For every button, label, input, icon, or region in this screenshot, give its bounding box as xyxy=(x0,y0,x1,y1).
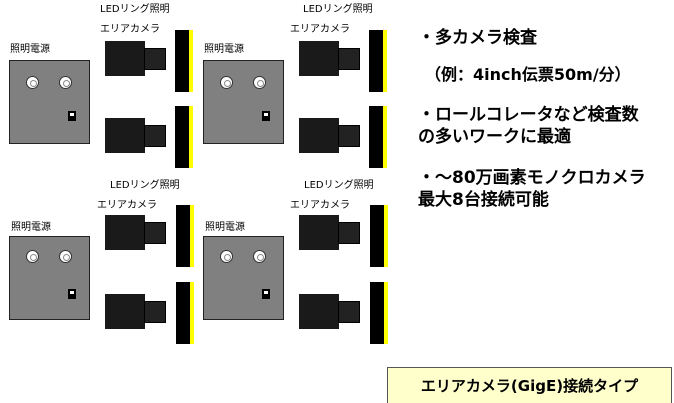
power-knob xyxy=(220,250,233,263)
led-ring-yellow xyxy=(190,282,194,344)
area-camera-label: エリアカメラ xyxy=(97,200,157,211)
area-camera-label: エリアカメラ xyxy=(100,24,160,35)
power-switch xyxy=(68,111,76,121)
led-ring-black xyxy=(176,205,190,267)
power-knob xyxy=(253,250,266,263)
power-knob xyxy=(253,76,266,89)
power-supply-label: 照明電源 xyxy=(204,44,244,55)
camera-lens xyxy=(144,125,166,147)
led-ring-black xyxy=(370,205,384,267)
power-knob xyxy=(59,250,72,263)
camera-body xyxy=(105,118,145,153)
power-switch xyxy=(262,111,270,121)
power-knob xyxy=(59,76,72,89)
led-ring-black xyxy=(369,30,383,92)
power-supply-label: 照明電源 xyxy=(205,222,245,233)
connection-type-label: エリアカメラ(GigE)接続タイプ xyxy=(387,367,672,403)
camera-body xyxy=(105,215,145,250)
power-supply-label: 照明電源 xyxy=(11,222,51,233)
area-camera-label: エリアカメラ xyxy=(290,200,350,211)
camera-lens xyxy=(338,301,360,323)
feature-roll-collator-cont: の多いワークに最適 xyxy=(418,127,571,147)
power-knob xyxy=(26,76,39,89)
camera-body xyxy=(299,294,339,329)
feature-camera-spec-cont: 最大8台接続可能 xyxy=(418,190,549,210)
power-knob xyxy=(26,250,39,263)
power-switch xyxy=(262,289,270,299)
led-ring-yellow xyxy=(190,205,194,267)
led-ring-label: LEDリング照明 xyxy=(303,4,373,15)
camera-body xyxy=(299,118,339,153)
led-ring-yellow xyxy=(189,106,193,168)
led-ring-label: LEDリング照明 xyxy=(304,180,374,191)
feature-roll-collator: ・ロールコレータなど検査数 xyxy=(418,105,639,125)
led-ring-yellow xyxy=(383,106,387,168)
camera-body xyxy=(105,294,145,329)
camera-body xyxy=(299,41,339,76)
led-ring-black xyxy=(369,106,383,168)
camera-body xyxy=(105,41,145,76)
led-ring-yellow xyxy=(384,205,388,267)
power-supply-box xyxy=(203,236,284,320)
led-ring-label: LEDリング照明 xyxy=(110,180,180,191)
led-ring-label: LEDリング照明 xyxy=(100,4,170,15)
camera-lens xyxy=(144,222,166,244)
led-ring-black xyxy=(176,282,190,344)
camera-lens xyxy=(338,222,360,244)
power-supply-box xyxy=(9,60,90,144)
camera-lens xyxy=(338,48,360,70)
led-ring-black xyxy=(175,30,189,92)
area-camera-label: エリアカメラ xyxy=(290,24,350,35)
power-supply-label: 照明電源 xyxy=(10,44,50,55)
feature-multi-camera: ・多カメラ検査 xyxy=(418,28,537,48)
led-ring-yellow xyxy=(384,282,388,344)
camera-body xyxy=(299,215,339,250)
led-ring-yellow xyxy=(189,30,193,92)
power-knob xyxy=(220,76,233,89)
power-switch xyxy=(68,289,76,299)
power-supply-box xyxy=(9,236,90,320)
camera-lens xyxy=(144,301,166,323)
led-ring-black xyxy=(175,106,189,168)
led-ring-black xyxy=(370,282,384,344)
power-supply-box xyxy=(203,60,284,144)
camera-lens xyxy=(144,48,166,70)
feature-example: （例：4inch伝票50m/分） xyxy=(425,65,631,84)
led-ring-yellow xyxy=(383,30,387,92)
camera-lens xyxy=(338,125,360,147)
feature-camera-spec: ・～80万画素モノクロカメラ xyxy=(418,168,646,188)
